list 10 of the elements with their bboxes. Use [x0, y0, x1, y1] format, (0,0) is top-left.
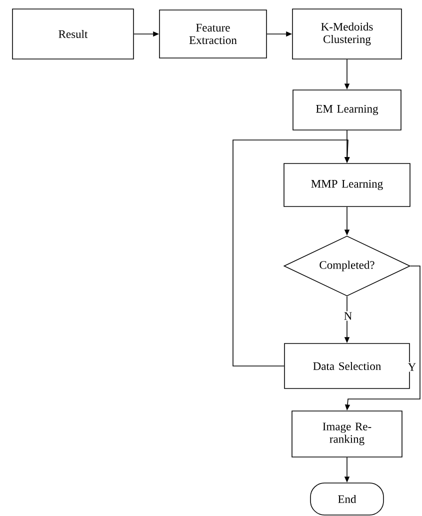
process-box: Data Selection [284, 343, 410, 389]
edge-label: N [342, 311, 354, 321]
process-box: Feature Extraction [159, 10, 267, 58]
process-box: K-Medoids Clustering [292, 8, 402, 60]
process-box: MMP Learning [284, 163, 410, 207]
edge-label: Y [406, 362, 418, 372]
arrow [232, 140, 350, 366]
process-box: Image Re-ranking [292, 410, 402, 458]
process-box: EM Learning [292, 90, 402, 130]
process-box: Result [12, 8, 134, 60]
